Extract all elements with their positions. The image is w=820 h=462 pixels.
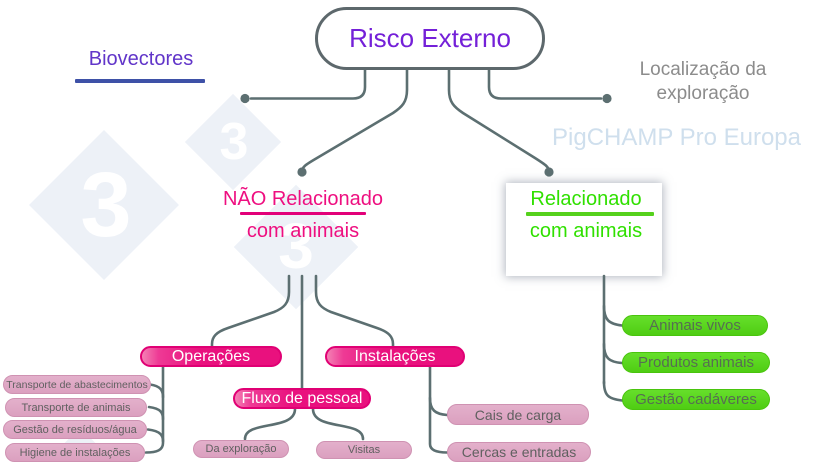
operacoes-pill: Operações	[140, 346, 282, 367]
branch-nao-line2: com animais	[246, 220, 360, 242]
edge-dot	[240, 93, 250, 104]
edge-cais	[428, 396, 449, 417]
edge-operacoes-trunk	[144, 365, 165, 454]
root-label: Risco Externo	[349, 23, 511, 53]
item-produtos-animais: Produtos animais	[622, 352, 770, 373]
item-transporte-animais: Transporte de animais	[5, 398, 147, 417]
logo-digit-3: 3	[278, 210, 314, 282]
biovectores-underline	[75, 79, 205, 83]
localizacao-line2: exploração	[656, 83, 750, 104]
edge-instalacoes-trunk	[428, 365, 449, 454]
logo-digit-3: 3	[219, 113, 249, 171]
branch-nao-line1: NÃO Relacionado	[222, 188, 384, 210]
logo-digit-3: 3	[80, 154, 132, 256]
branch-rel-underline	[526, 212, 654, 216]
item-visitas: Visitas	[316, 441, 412, 459]
edge-dot	[602, 93, 612, 104]
edge-root-biovectores	[249, 68, 367, 100]
edge-dot	[544, 167, 554, 177]
edge-animais-vivos	[602, 304, 624, 327]
item-animais-vivos: Animais vivos	[622, 315, 768, 336]
item-gestao-residuos: Gestão de resíduos/água	[3, 420, 147, 439]
edge-op-item1	[148, 383, 165, 399]
instalacoes-pill: Instalações	[325, 346, 465, 367]
item-gestao-cadaveres: Gestão cadáveres	[622, 389, 770, 410]
item-da-exploracao: Da exploração	[193, 440, 289, 458]
pigchamp-watermark: PigCHAMP Pro Europa	[552, 124, 801, 151]
branch-right-panel	[506, 183, 662, 276]
edge-root-relacionado	[447, 68, 551, 174]
item-cercas-entradas: Cercas e entradas	[447, 442, 591, 462]
branch-nao-underline	[240, 212, 366, 215]
localizacao-label: Localização da exploração	[608, 58, 798, 106]
edge-gestao-cadaveres	[602, 380, 624, 402]
edge-nao-instalacoes	[314, 274, 395, 349]
branch-rel-line2: com animais	[529, 220, 643, 242]
edge-fluxo-exploracao	[243, 407, 297, 441]
edge-root-nao	[300, 68, 409, 174]
edge-dot	[297, 167, 307, 177]
edge-nao-operacoes	[210, 274, 291, 349]
biovectores-label: Biovectores	[88, 48, 194, 70]
item-cais-de-carga: Cais de carga	[447, 404, 589, 425]
edge-fluxo-visitas	[311, 407, 365, 441]
edge-op-item3	[146, 428, 165, 443]
branch-rel-line1: Relacionado	[530, 188, 642, 210]
edge-op-item2	[147, 405, 165, 421]
root-node: Risco Externo	[315, 7, 545, 70]
edge-root-localizacao	[487, 68, 603, 100]
item-higiene-instalacoes: Higiene de instalações	[5, 443, 145, 462]
localizacao-line1: Localização da	[639, 59, 767, 80]
edge-produtos-animais	[602, 342, 624, 365]
item-transporte-abastecimentos: Transporte de abastecimentos	[3, 375, 151, 394]
fluxo-pessoal-pill: Fluxo de pessoal	[233, 388, 371, 409]
